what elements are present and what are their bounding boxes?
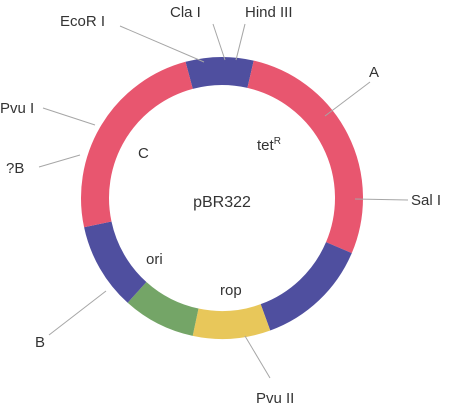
- label-pvuii: Pvu II: [256, 390, 294, 407]
- site-labels: EcoR I Cla I Hind III A Pvu I ?B Sal I B…: [0, 4, 441, 407]
- label-b: B: [35, 334, 45, 351]
- label-rop: rop: [220, 282, 242, 299]
- label-hindiii: Hind III: [245, 4, 293, 21]
- inner-labels: C tetR ori rop: [138, 136, 281, 299]
- ring-segment-red-right: [247, 60, 363, 254]
- leader-sali: [354, 198, 409, 201]
- label-ecori: EcoR I: [60, 13, 105, 30]
- ring-segment-blue-lower-right: [260, 241, 352, 331]
- label-pvui: Pvu I: [0, 100, 34, 117]
- label-tet-superscript: R: [274, 136, 281, 147]
- label-a: A: [369, 64, 379, 81]
- plasmid-name: pBR322: [193, 194, 251, 211]
- leader-b: [48, 290, 107, 336]
- label-tet: tetR: [257, 136, 281, 154]
- leader-qb: [38, 154, 81, 168]
- ring-segment-blue-lower-left: [84, 221, 147, 303]
- ring-segment-yellow: [192, 304, 271, 339]
- ring-segment-green: [127, 281, 199, 336]
- plasmid-ring: [81, 57, 363, 339]
- leader-pvui: [42, 107, 96, 126]
- label-tet-base: tet: [257, 137, 275, 154]
- label-sali: Sal I: [411, 192, 441, 209]
- ring-segment-red-left: [81, 61, 194, 228]
- leader-pvuii: [244, 335, 271, 379]
- leader-hindiii: [235, 23, 246, 61]
- label-ori: ori: [146, 251, 163, 268]
- label-qb: ?B: [6, 160, 24, 177]
- leader-a: [324, 81, 371, 117]
- leader-ecori: [119, 25, 205, 63]
- label-c: C: [138, 145, 149, 162]
- leader-lines: [38, 23, 409, 379]
- leader-clai: [212, 23, 226, 61]
- label-clai: Cla I: [170, 4, 201, 21]
- ring-segment-blue-top: [185, 57, 254, 89]
